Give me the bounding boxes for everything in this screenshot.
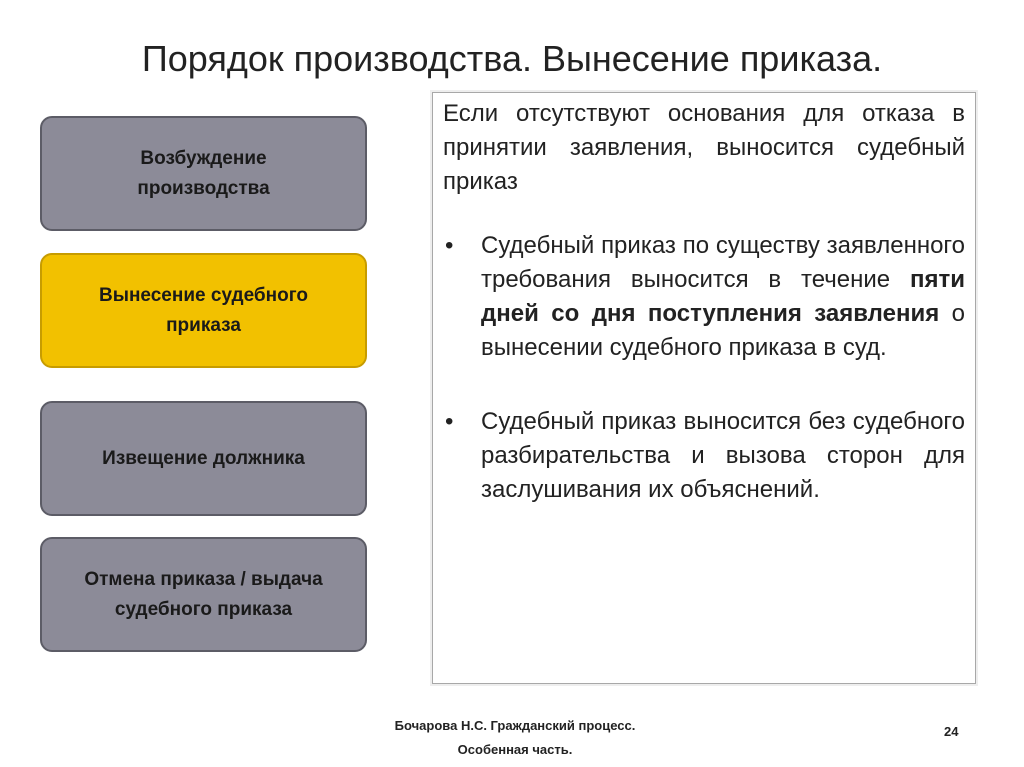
footer-citation: Бочарова Н.С. Гражданский процесс. Особе… bbox=[300, 714, 730, 762]
bullet-text-bold: пяти дней со дня поступления заявления bbox=[481, 266, 965, 327]
bullet-text: Судебный приказ выносится без судебного … bbox=[481, 408, 965, 503]
footer-line: Бочарова Н.С. Гражданский процесс. bbox=[394, 718, 636, 733]
slide-title: Порядок производства. Вынесение приказа. bbox=[141, 38, 883, 79]
bullet-list: • Судебный приказ по существу заявленног… bbox=[443, 229, 965, 507]
bullet-dot-icon: • bbox=[445, 408, 454, 435]
step-issuing-order: Вынесение судебного приказа bbox=[40, 253, 367, 368]
step-label: Извещение должника bbox=[102, 447, 305, 469]
step-initiation: Возбуждение производства bbox=[40, 116, 367, 231]
content-box: Если отсутствуют основания для отказа в … bbox=[432, 92, 976, 684]
bullet-text-after: о вынесении судебного приказа в суд. bbox=[481, 300, 966, 361]
step-label: Отмена приказа / выдача судебного приказ… bbox=[84, 568, 323, 620]
page-number: 24 bbox=[944, 724, 959, 739]
step-label: Возбуждение производства bbox=[137, 147, 270, 199]
footer-line: Особенная часть. bbox=[457, 742, 573, 757]
intro-text: Если отсутствуют основания для отказа в … bbox=[443, 100, 965, 195]
bullet-item: • Судебный приказ по существу заявленног… bbox=[443, 229, 965, 365]
step-cancel-or-issue: Отмена приказа / выдача судебного приказ… bbox=[40, 537, 367, 652]
bullet-dot-icon: • bbox=[445, 232, 454, 259]
bullet-text-before: Судебный приказ по существу заявленного … bbox=[481, 232, 965, 293]
bullet-item: • Судебный приказ выносится без судебног… bbox=[443, 405, 965, 507]
step-debtor-notice: Извещение должника bbox=[40, 401, 367, 516]
step-label: Вынесение судебного приказа bbox=[99, 284, 308, 336]
